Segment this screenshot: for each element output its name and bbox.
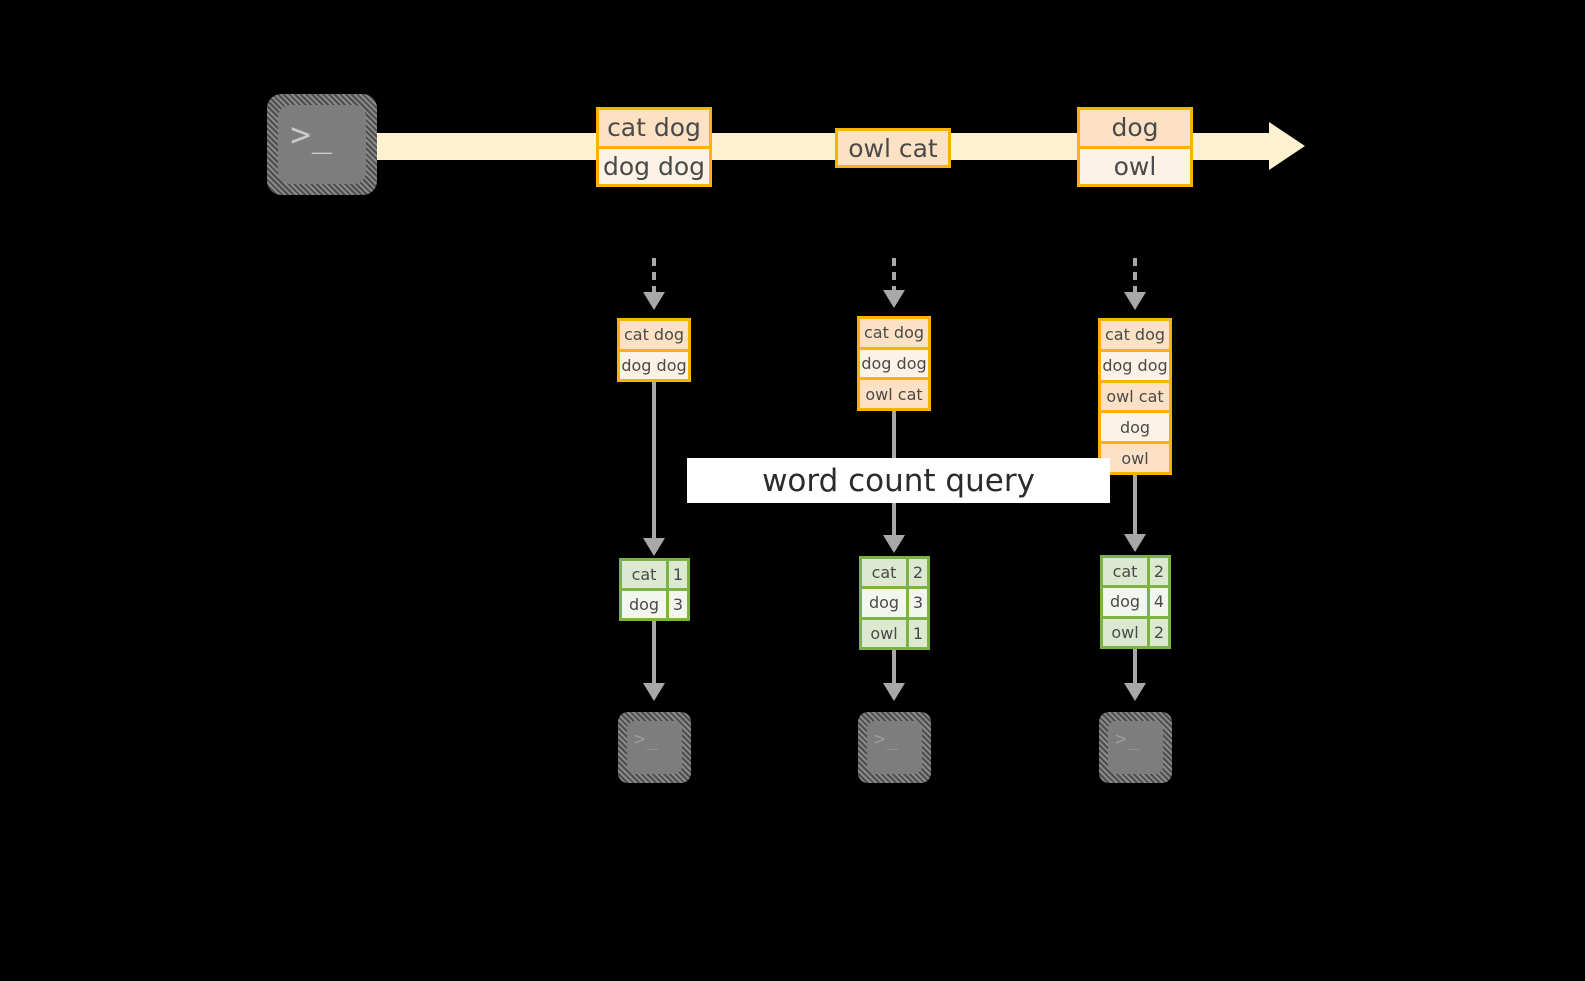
input-row: cat dog <box>1101 321 1169 349</box>
query-flow-line-1 <box>652 382 656 542</box>
input-row: dog dog <box>620 348 688 379</box>
snapshot-input-table-2[interactable]: cat dog dog dog owl cat <box>857 316 931 411</box>
terminal-prompt-glyph: >_ <box>1115 728 1141 750</box>
result-row: cat 1 <box>622 561 687 588</box>
query-flow-arrowhead-3 <box>1124 534 1146 552</box>
consumer-terminal-icon-1[interactable]: >_ <box>618 712 691 783</box>
consumer-terminal-icon-2[interactable]: >_ <box>858 712 931 783</box>
terminal-screen: >_ <box>627 721 682 774</box>
result-count: 1 <box>666 561 687 588</box>
producer-terminal-icon[interactable]: >_ <box>267 94 377 195</box>
word-count-result-table-1[interactable]: cat 1 dog 3 <box>619 558 690 621</box>
terminal-prompt-glyph: >_ <box>634 728 660 750</box>
terminal-screen: >_ <box>1108 721 1163 774</box>
input-row: cat dog <box>620 321 688 349</box>
result-word: dog <box>862 589 906 617</box>
result-row: dog 3 <box>622 588 687 618</box>
result-row: dog 3 <box>862 586 927 617</box>
snapshot-input-table-3[interactable]: cat dog dog dog owl cat dog owl <box>1098 318 1172 475</box>
result-flow-arrowhead-2 <box>883 683 905 701</box>
input-row: owl cat <box>860 377 928 409</box>
result-count: 3 <box>666 591 687 618</box>
snapshot-trigger-arrowhead-2 <box>883 290 905 308</box>
query-flow-arrowhead-1 <box>643 538 665 556</box>
result-count: 2 <box>1147 558 1168 586</box>
consumer-terminal-icon-3[interactable]: >_ <box>1099 712 1172 783</box>
result-row: dog 4 <box>1103 585 1168 616</box>
stream-event-line: dog dog <box>599 145 709 184</box>
stream-event-group-1[interactable]: cat dog dog dog <box>596 107 712 187</box>
input-row: dog dog <box>1101 348 1169 380</box>
query-flow-arrowhead-2 <box>883 535 905 553</box>
result-flow-arrowhead-1 <box>643 683 665 701</box>
snapshot-input-table-1[interactable]: cat dog dog dog <box>617 318 691 382</box>
input-row: owl cat <box>1101 379 1169 411</box>
result-word: cat <box>862 559 906 587</box>
snapshot-trigger-line-1 <box>652 258 656 294</box>
query-label: word count query <box>762 462 1035 499</box>
result-flow-line-3 <box>1133 649 1137 687</box>
stream-event-line: owl <box>1080 145 1190 184</box>
query-flow-line-3 <box>1133 475 1137 538</box>
stream-event-line: cat dog <box>599 110 709 146</box>
result-word: cat <box>622 561 666 588</box>
result-count: 3 <box>906 589 927 617</box>
input-row: dog <box>1101 410 1169 442</box>
result-flow-line-2 <box>892 650 896 687</box>
terminal-prompt-glyph: >_ <box>874 728 900 750</box>
result-word: cat <box>1103 558 1147 586</box>
input-row: dog dog <box>860 346 928 378</box>
result-count: 2 <box>906 559 927 587</box>
result-word: dog <box>622 591 666 618</box>
result-flow-line-1 <box>652 621 656 687</box>
snapshot-trigger-arrowhead-1 <box>643 292 665 310</box>
stream-event-line: owl cat <box>838 131 948 165</box>
result-flow-arrowhead-3 <box>1124 683 1146 701</box>
result-count: 4 <box>1147 588 1168 616</box>
word-count-result-table-2[interactable]: cat 2 dog 3 owl 1 <box>859 556 930 650</box>
result-word: dog <box>1103 588 1147 616</box>
input-row: owl <box>1101 441 1169 472</box>
result-count: 1 <box>906 619 927 647</box>
terminal-screen: >_ <box>278 105 366 184</box>
snapshot-trigger-line-3 <box>1133 258 1137 294</box>
snapshot-trigger-line-2 <box>892 258 896 294</box>
stream-event-group-3[interactable]: dog owl <box>1077 107 1193 187</box>
result-row: cat 2 <box>862 559 927 587</box>
terminal-prompt-glyph: >_ <box>290 114 334 155</box>
stream-event-group-2[interactable]: owl cat <box>835 128 951 168</box>
time-axis-arrowhead <box>1269 122 1305 170</box>
result-row: cat 2 <box>1103 558 1168 586</box>
result-word: owl <box>862 619 906 647</box>
terminal-screen: >_ <box>867 721 922 774</box>
result-row: owl 1 <box>862 616 927 647</box>
result-word: owl <box>1103 618 1147 646</box>
word-count-result-table-3[interactable]: cat 2 dog 4 owl 2 <box>1100 555 1171 649</box>
stream-event-line: dog <box>1080 110 1190 146</box>
input-row: cat dog <box>860 319 928 347</box>
snapshot-trigger-arrowhead-3 <box>1124 292 1146 310</box>
query-label-band: word count query <box>687 458 1110 503</box>
result-row: owl 2 <box>1103 615 1168 646</box>
result-count: 2 <box>1147 618 1168 646</box>
